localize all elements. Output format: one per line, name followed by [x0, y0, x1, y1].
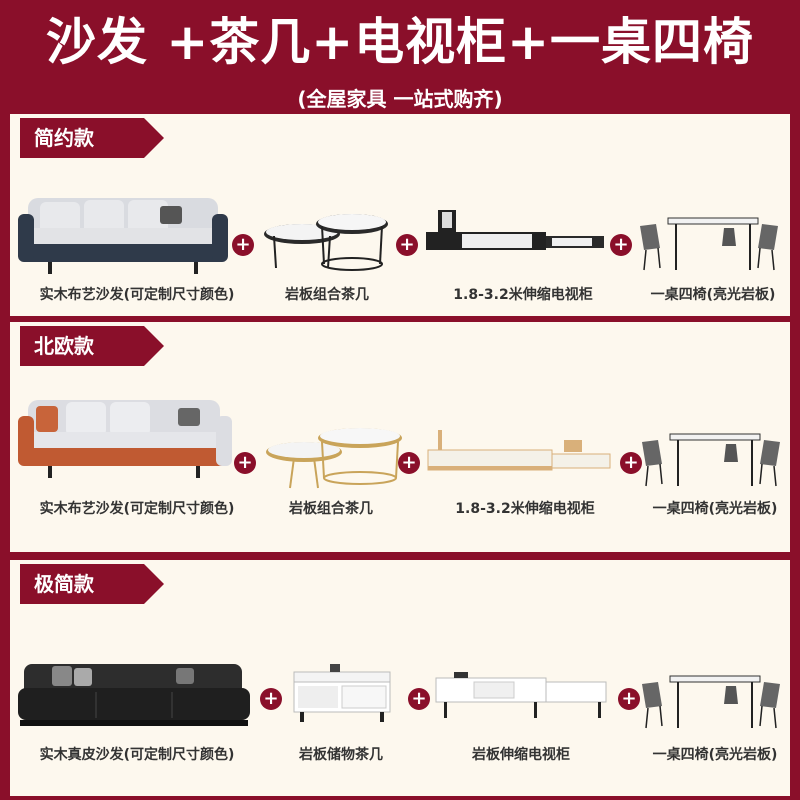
coffee-table-caption: 岩板组合茶几 — [289, 501, 373, 517]
plus-icon: + — [408, 688, 430, 710]
sofa-caption: 实木布艺沙发(可定制尺寸颜色) — [39, 287, 235, 303]
sofa-image[interactable] — [18, 386, 232, 486]
section-tab-minimal[interactable]: 极简款 — [20, 564, 164, 604]
section-tab-nordic[interactable]: 北欧款 — [20, 326, 164, 366]
section-tab-simple[interactable]: 简约款 — [20, 118, 164, 158]
section-panel-minimal: 极简款 实木真皮沙发(可定制尺寸颜色) + 岩板储物茶几 + 岩板伸缩电视柜 + — [10, 560, 790, 796]
dining-set-caption: 一桌四椅(亮光岩板) — [650, 287, 776, 303]
tv-cabinet-image[interactable] — [422, 206, 608, 266]
sofa-image[interactable] — [18, 184, 228, 284]
dining-set-image[interactable] — [636, 422, 786, 492]
dining-set-image[interactable] — [636, 664, 786, 734]
page-subtitle: (全屋家具 一站式购齐) — [297, 87, 503, 111]
plus-icon: + — [234, 452, 256, 474]
coffee-table-image[interactable] — [264, 418, 406, 492]
sofa-caption: 实木布艺沙发(可定制尺寸颜色) — [39, 501, 235, 517]
tv-cabinet-image[interactable] — [434, 666, 610, 726]
plus-icon: + — [610, 234, 632, 256]
section-panel-nordic: 北欧款 实木布艺沙发(可定制尺寸颜色) + 岩板组合茶几 + 1.8-3.2米伸… — [10, 322, 790, 552]
tv-cabinet-caption: 岩板伸缩电视柜 — [472, 747, 570, 763]
dining-set-caption: 一桌四椅(亮光岩板) — [652, 501, 778, 517]
tv-cabinet-image[interactable] — [424, 422, 614, 482]
tv-cabinet-caption: 1.8-3.2米伸缩电视柜 — [453, 287, 593, 303]
plus-icon: + — [398, 452, 420, 474]
plus-icon: + — [260, 688, 282, 710]
sofa-image[interactable] — [16, 656, 252, 736]
dining-set-caption: 一桌四椅(亮光岩板) — [652, 747, 778, 763]
dining-set-image[interactable] — [634, 206, 784, 276]
tv-cabinet-caption: 1.8-3.2米伸缩电视柜 — [455, 501, 595, 517]
coffee-table-caption: 岩板组合茶几 — [285, 287, 369, 303]
coffee-table-caption: 岩板储物茶几 — [299, 747, 383, 763]
plus-icon: + — [396, 234, 418, 256]
section-panel-simple: 简约款 实木布艺沙发(可定制尺寸颜色) + 岩板组合茶几 + 1.8 — [10, 114, 790, 316]
page-title: 沙发 +茶几+电视柜+一桌四椅 — [45, 13, 755, 71]
plus-icon: + — [618, 688, 640, 710]
plus-icon: + — [232, 234, 254, 256]
coffee-table-image[interactable] — [290, 660, 394, 730]
coffee-table-image[interactable] — [262, 206, 392, 276]
sofa-caption: 实木真皮沙发(可定制尺寸颜色) — [39, 747, 235, 763]
plus-icon: + — [620, 452, 642, 474]
